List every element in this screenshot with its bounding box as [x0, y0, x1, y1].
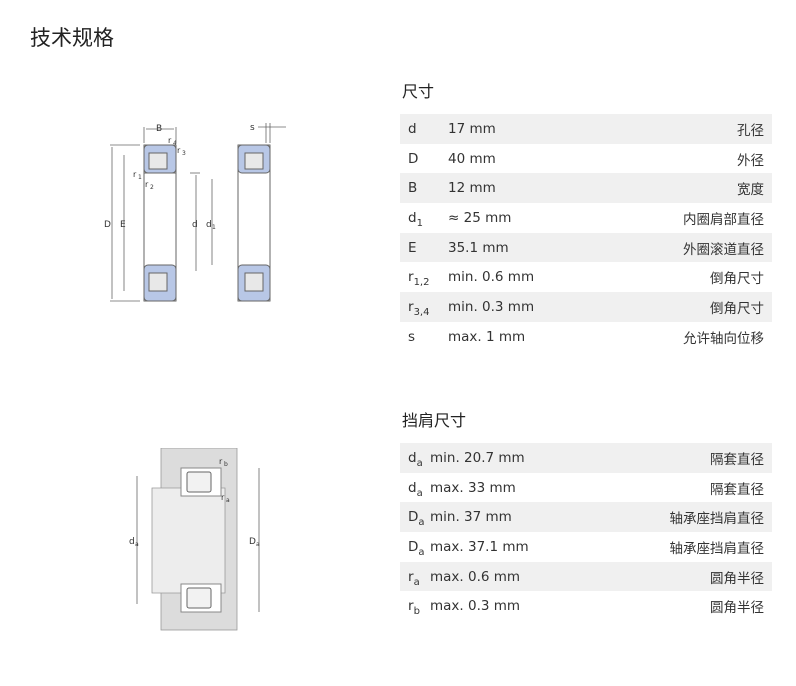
label-r2: r [145, 180, 149, 189]
row-value: max. 0.6 mm [430, 568, 521, 585]
row-value: ≈ 25 mm [448, 209, 512, 226]
bearing-dimension-drawing: B r 4 r 3 r 1 r 2 D E d d 1 s [104, 123, 286, 302]
dimensions-table: d 17 mm 孔径 D 40 mm 外径 B 12 mm 宽度 d1 ≈ 25 mm 内圈肩部直径 E… [400, 114, 772, 352]
table-row: da max. 33 mm 隔套直径 [400, 473, 772, 503]
table-row: Da min. 37 mm 轴承座挡肩直径 [400, 502, 772, 533]
row-description: 隔套直径 [710, 481, 764, 498]
row-symbol: da [408, 449, 423, 469]
row-description: 隔套直径 [710, 451, 764, 468]
row-description: 圆角半径 [710, 570, 764, 587]
row-symbol: Da [408, 538, 425, 558]
row-value: 17 mm [448, 120, 496, 137]
label-r4: r [168, 136, 172, 145]
row-description: 圆角半径 [710, 600, 764, 617]
row-symbol: da [408, 479, 423, 499]
table-row: d1 ≈ 25 mm 内圈肩部直径 [400, 203, 772, 233]
page-title: 技术规格 [30, 26, 114, 50]
row-symbol: r3,4 [408, 298, 430, 318]
label-r3: r [177, 146, 181, 155]
row-value: 12 mm [448, 180, 496, 197]
label-rb-sub: b [224, 461, 228, 468]
row-description: 允许轴向位移 [683, 330, 764, 347]
table-row: d 17 mm 孔径 [400, 114, 772, 144]
table-row: r1,2 min. 0.6 mm 倒角尺寸 [400, 262, 772, 292]
label-da-sub: a [135, 541, 139, 548]
row-value: min. 20.7 mm [430, 449, 525, 466]
dimensions-title: 尺寸 [402, 82, 435, 101]
abutment-table: da min. 20.7 mm 隔套直径 da max. 33 mm 隔套直径 Da min.… [400, 443, 772, 621]
table-row: B 12 mm 宽度 [400, 173, 772, 204]
table-row: rb max. 0.3 mm 圆角半径 [400, 591, 772, 621]
row-description: 孔径 [737, 122, 764, 139]
label-r3-sub: 3 [182, 150, 186, 157]
row-description: 宽度 [737, 182, 764, 199]
row-value: min. 0.6 mm [448, 269, 535, 286]
row-description: 轴承座挡肩直径 [669, 540, 765, 557]
label-e: E [120, 220, 126, 230]
label-rb: r [219, 457, 223, 466]
row-symbol: E [408, 239, 417, 256]
row-symbol: ra [408, 568, 420, 588]
table-row: s max. 1 mm 允许轴向位移 [400, 322, 772, 352]
label-b: B [156, 124, 162, 134]
row-value: min. 37 mm [430, 509, 512, 526]
abutment-drawing: r b r a d a D a [129, 448, 260, 631]
label-ra-sub: a [226, 497, 230, 504]
label-r2-sub: 2 [150, 184, 154, 191]
row-symbol: D [408, 150, 419, 167]
row-value: max. 33 mm [430, 479, 516, 496]
label-s: s [250, 123, 255, 133]
abutment-title: 挡肩尺寸 [402, 411, 467, 430]
table-row: E 35.1 mm 外圈滚道直径 [400, 232, 772, 263]
row-symbol: s [408, 328, 416, 345]
label-ra: r [221, 493, 225, 502]
table-row: ra max. 0.6 mm 圆角半径 [400, 561, 772, 592]
row-description: 倒角尺寸 [710, 300, 764, 317]
row-description: 外圈滚道直径 [683, 241, 764, 258]
label-d-bore: d [192, 220, 198, 230]
label-d1: d [206, 220, 212, 230]
table-row: r3,4 min. 0.3 mm 倒角尺寸 [400, 292, 772, 322]
label-da-upper-sub: a [256, 541, 260, 548]
row-description: 倒角尺寸 [710, 271, 764, 288]
row-symbol: d1 [408, 209, 423, 229]
row-symbol: B [408, 180, 418, 197]
row-symbol: Da [408, 509, 425, 529]
row-value: 40 mm [448, 150, 496, 167]
row-symbol: d [408, 120, 417, 137]
label-d-outer: D [104, 220, 111, 230]
row-description: 内圈肩部直径 [683, 211, 764, 228]
row-value: max. 0.3 mm [430, 598, 521, 615]
row-symbol: rb [408, 598, 420, 618]
label-d1-sub: 1 [212, 224, 216, 231]
table-row: D 40 mm 外径 [400, 144, 772, 174]
label-da-upper: D [249, 537, 256, 547]
table-row: da min. 20.7 mm 隔套直径 [400, 443, 772, 473]
row-value: max. 37.1 mm [430, 538, 529, 555]
row-description: 轴承座挡肩直径 [669, 511, 765, 528]
row-value: max. 1 mm [448, 328, 526, 345]
table-row: Da max. 37.1 mm 轴承座挡肩直径 [400, 532, 772, 562]
row-description: 外径 [737, 152, 764, 169]
label-r4-sub: 4 [173, 140, 177, 147]
row-symbol: r1,2 [408, 269, 430, 289]
label-da: d [129, 537, 135, 547]
row-value: 35.1 mm [448, 239, 509, 256]
label-r1-sub: 1 [138, 174, 142, 181]
label-r1: r [133, 170, 137, 179]
row-value: min. 0.3 mm [448, 298, 535, 315]
